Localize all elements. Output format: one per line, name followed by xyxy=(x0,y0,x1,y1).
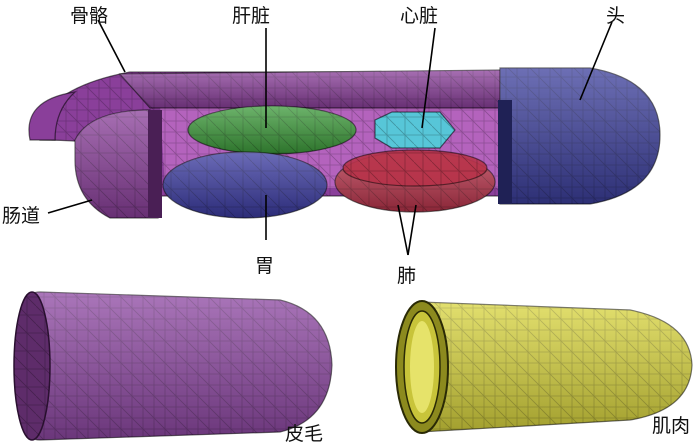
label-heart: 心脏 xyxy=(400,5,438,27)
leader-lines xyxy=(47,19,613,256)
label-stomach: 胃 xyxy=(255,255,274,277)
stomach xyxy=(162,151,328,219)
intestine xyxy=(74,109,162,219)
liver xyxy=(187,105,357,155)
muscle-shell xyxy=(395,300,693,434)
label-muscle: 肌肉 xyxy=(652,415,690,437)
tail-curl xyxy=(28,91,77,141)
head xyxy=(498,67,661,205)
label-liver: 肝脏 xyxy=(232,5,270,27)
assembled-model xyxy=(28,67,661,219)
skin-shell xyxy=(13,291,333,441)
lung xyxy=(334,149,496,213)
label-bone: 骨骼 xyxy=(70,5,108,27)
label-lung: 肺 xyxy=(397,265,416,287)
label-intestine: 肠道 xyxy=(2,205,40,227)
label-skin: 皮毛 xyxy=(285,423,323,445)
heart xyxy=(374,111,456,149)
label-head: 头 xyxy=(606,5,625,27)
